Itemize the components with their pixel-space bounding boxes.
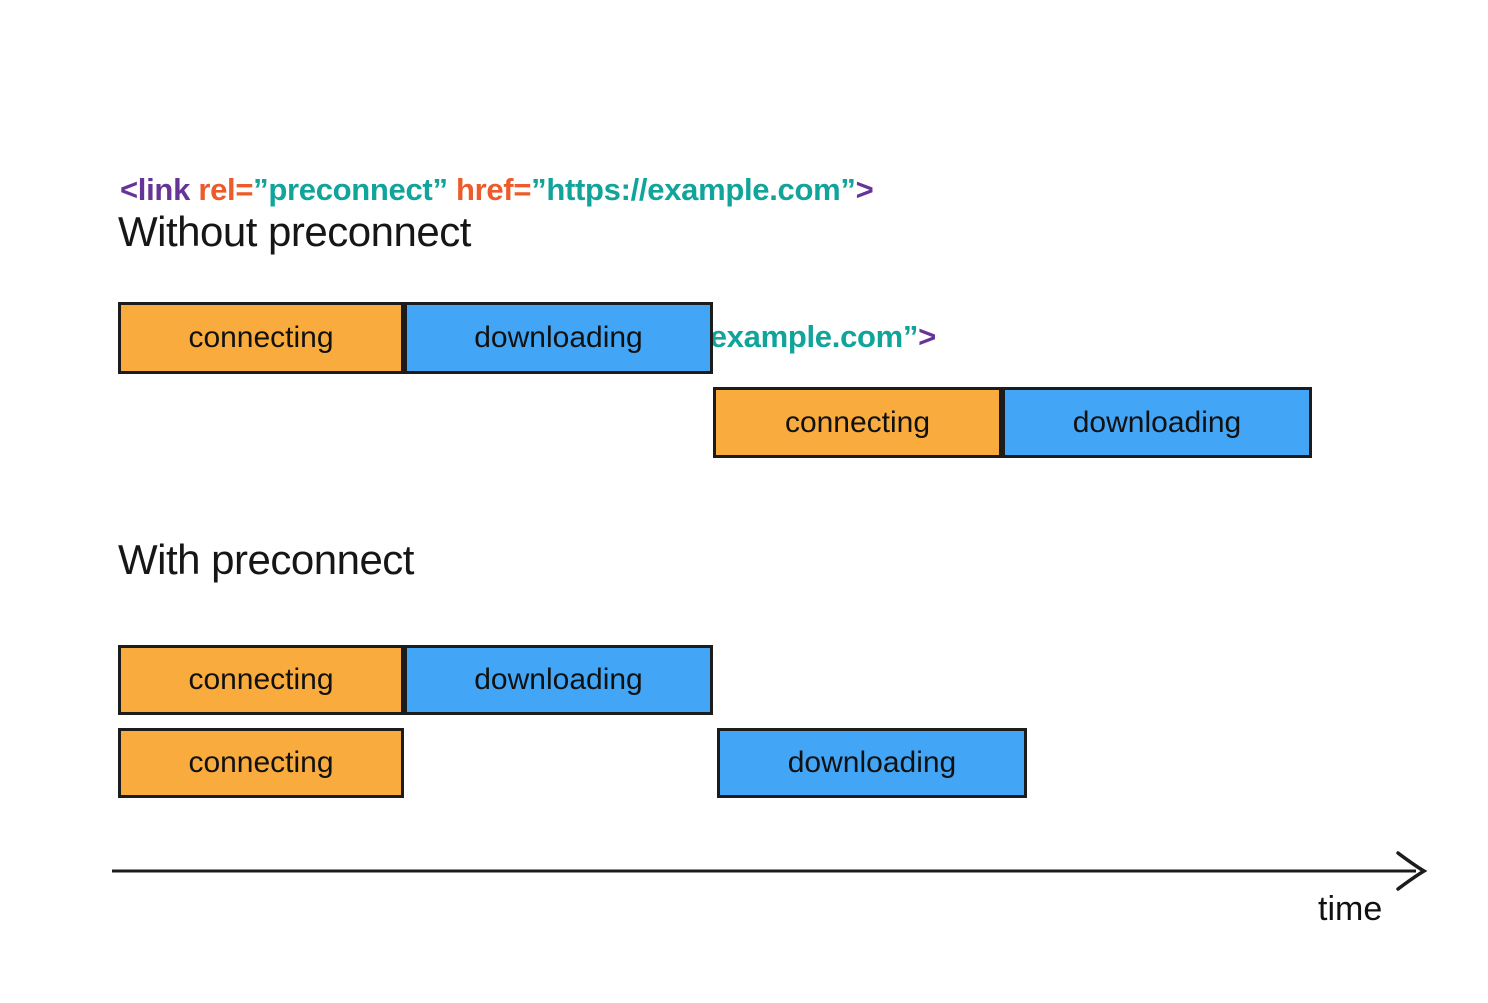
code-token-rel-value: ”preconnect” [253, 172, 448, 207]
bar-label: downloading [474, 663, 643, 696]
bar-label: downloading [474, 321, 643, 354]
code-token-href-value: ”https://example.com” [531, 172, 856, 207]
bar-with-request2-downloading: downloading [717, 728, 1027, 798]
bar-label: connecting [784, 405, 931, 439]
time-axis-label: time [1318, 890, 1383, 928]
bar-with-request1-connecting: connecting [118, 645, 404, 715]
code-token-tag-close: > [918, 319, 936, 354]
bar-with-request2-connecting: connecting [118, 728, 404, 798]
bar-label: connecting [188, 321, 334, 354]
code-token-rel-attr: rel= [198, 172, 254, 207]
section-title-with-preconnect: With preconnect [118, 536, 414, 583]
arrowhead-icon [1396, 851, 1428, 891]
time-axis [112, 851, 1428, 891]
bar-without-request2-connecting: connecting [713, 387, 1002, 458]
bar-without-request1-connecting: connecting [118, 302, 404, 374]
bar-label: downloading [787, 746, 957, 779]
code-token-href-attr: href= [447, 172, 532, 207]
bar-without-request1-downloading: downloading [404, 302, 713, 374]
section-title-without-preconnect: Without preconnect [118, 208, 471, 255]
bar-label: connecting [188, 746, 334, 779]
bar-label: connecting [188, 663, 334, 696]
bar-label: downloading [1072, 405, 1242, 439]
code-line-1: <link rel=”preconnect” href=”https://exa… [120, 165, 936, 214]
bar-without-request2-downloading: downloading [1002, 387, 1312, 458]
code-token-tag-close: > [855, 172, 874, 207]
bar-with-request1-downloading: downloading [404, 645, 713, 715]
code-token-tag-open: <link [120, 172, 199, 207]
